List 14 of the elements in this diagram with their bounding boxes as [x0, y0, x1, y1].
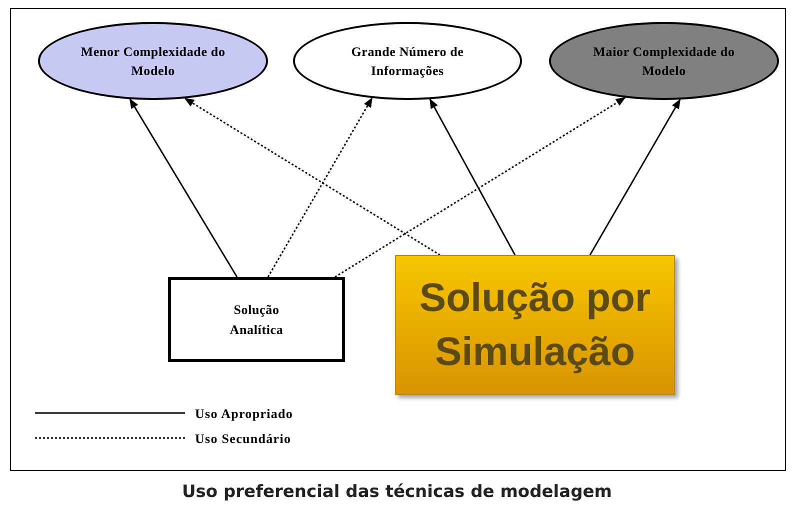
- legend-label: Uso Apropriado: [195, 405, 294, 423]
- arrow: [184, 98, 440, 256]
- ellipse-node: Maior Complexidade do Modelo: [549, 22, 779, 100]
- process-box: Solução Analítica: [168, 277, 345, 362]
- ellipse-node: Grande Número de Informações: [293, 22, 522, 100]
- caption: Uso preferencial das técnicas de modelagem: [180, 481, 613, 504]
- legend-label: Uso Secundário: [195, 430, 292, 448]
- arrow: [267, 97, 373, 278]
- highlight-box: Solução por Simulação: [395, 255, 675, 395]
- arrow: [129, 98, 238, 278]
- ellipse-node: Menor Complexidade do Modelo: [38, 22, 268, 100]
- arrow: [334, 97, 626, 278]
- arrow: [429, 98, 516, 256]
- arrow: [589, 98, 681, 256]
